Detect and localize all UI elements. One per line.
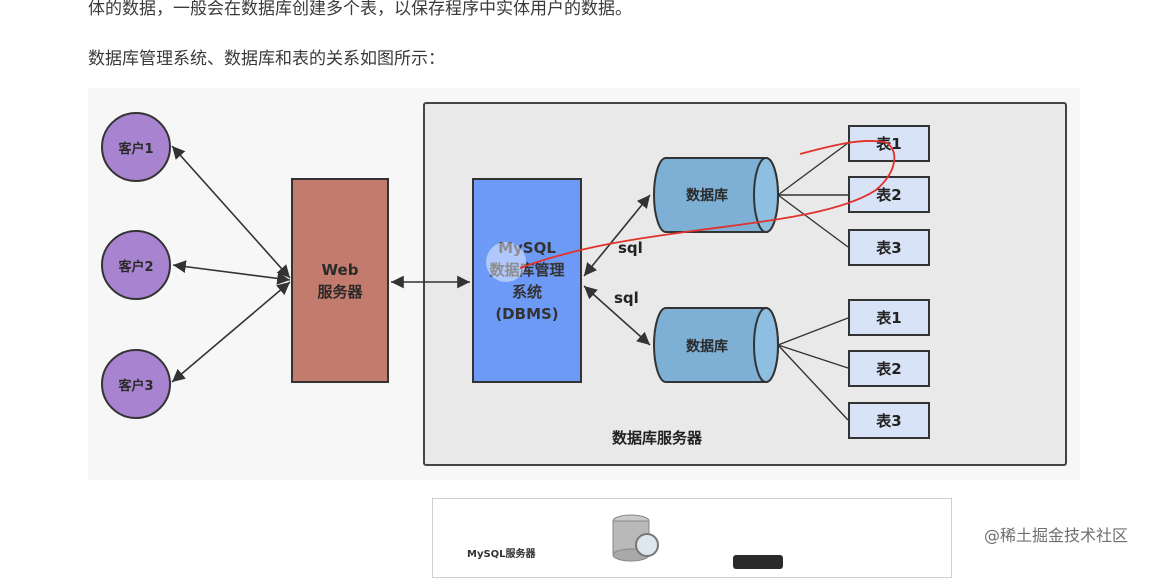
table-1-1: 表1: [848, 125, 930, 162]
table-2-3: 表3: [848, 402, 930, 439]
connector-db1-table3: [777, 194, 849, 248]
web-server-label-line2: 服务器: [317, 282, 363, 301]
table-2-2: 表2: [848, 350, 930, 387]
database-label-2: 数据库: [686, 339, 728, 355]
table-1-3: 表3: [848, 229, 930, 266]
dbms-box: MySQL 数据库管理 系统 (DBMS): [472, 178, 582, 383]
sql-label-2: sql: [614, 289, 639, 307]
watermark: @稀土掘金技术社区: [984, 526, 1129, 545]
connector-dbms-db1: [583, 194, 651, 277]
client-1: 客户1: [101, 112, 171, 182]
paragraph-line-2: 数据库管理系统、数据库和表的关系如图所示：: [88, 49, 445, 69]
client-2: 客户2: [101, 230, 171, 300]
database-search-icon: [612, 514, 659, 562]
client-3: 客户3: [101, 349, 171, 419]
connector-db2-table3: [777, 344, 849, 421]
second-diagram-image: MySQL服务器: [432, 498, 952, 578]
dbms-label-line3: 系统: [511, 282, 542, 301]
web-server-box: Web 服务器: [291, 178, 389, 383]
connector-client2-web: [172, 260, 291, 285]
connector-db2-table2: [777, 344, 849, 369]
connector-client1-web: [171, 145, 291, 279]
connector-client3-web: [171, 281, 291, 383]
table-2-1: 表1: [848, 299, 930, 336]
table-1-2: 表2: [848, 176, 930, 213]
sql-label-1: sql: [618, 239, 643, 257]
paragraph-line-1: 体的数据，一般会在数据库创建多个表，以保存程序中实体用户的数据。: [88, 0, 632, 19]
database-label-1: 数据库: [686, 188, 728, 204]
connector-db1-table1: [777, 142, 849, 196]
dbms-label-line1: MySQL: [498, 238, 556, 257]
web-server-label-line1: Web: [321, 260, 359, 279]
server-device-icon: [733, 555, 783, 569]
connector-dbms-db2: [583, 285, 651, 346]
mysql-server-label: MySQL服务器: [467, 549, 536, 560]
database-server-label: 数据库服务器: [612, 429, 703, 447]
connector-db2-table1: [777, 317, 849, 346]
database-cylinder-2: [653, 307, 779, 383]
dbms-label-line4: (DBMS): [495, 304, 559, 323]
dbms-label-line2: 数据库管理: [489, 260, 565, 279]
